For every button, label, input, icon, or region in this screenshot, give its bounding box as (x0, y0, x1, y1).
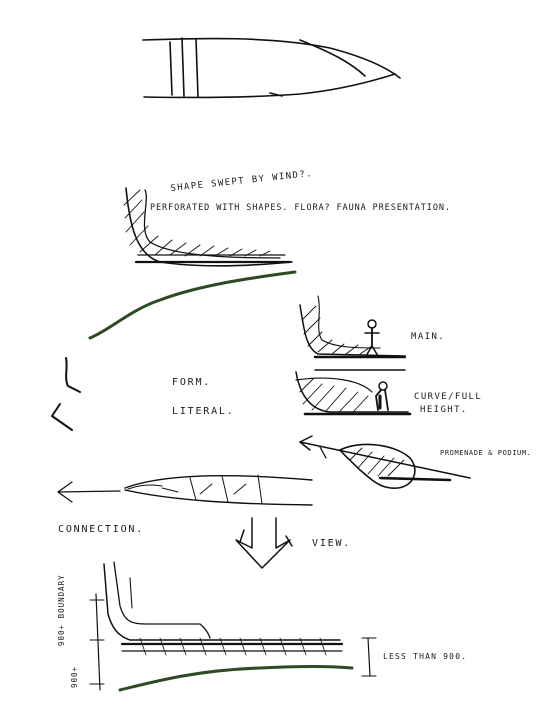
form-literal-strokes (51, 357, 81, 431)
top-plan-sketch (142, 37, 401, 99)
note-less-than: LESS THAN 900. (383, 652, 468, 661)
note-form: FORM. (172, 377, 212, 388)
bottom-section-sketch (89, 561, 377, 691)
full-height-section-sketch (295, 371, 412, 416)
view-arrow (235, 517, 293, 569)
note-literal: LITERAL. (172, 406, 235, 417)
note-curve-full: CURVE/FULL (414, 392, 483, 402)
note-dim-900-boundary: 900+ BOUNDARY (57, 574, 66, 646)
promenade-podium-sketch (299, 435, 471, 489)
note-perforated: PERFORATED WITH SHAPES. FLORA? FAUNA PRE… (150, 203, 451, 213)
connection-plan-sketch (57, 474, 313, 506)
landscape-line-1 (88, 270, 297, 340)
main-section-sketch (299, 295, 407, 371)
note-promenade: PROMENADE & PODIUM. (440, 449, 532, 457)
note-view: VIEW. (312, 538, 352, 549)
note-height: HEIGHT. (420, 405, 468, 415)
note-connection: CONNECTION. (58, 524, 145, 535)
swept-section-sketch (123, 187, 293, 267)
landscape-line-2 (118, 665, 354, 692)
note-main: MAIN. (411, 332, 446, 342)
note-dim-900: 900+ (70, 665, 79, 688)
